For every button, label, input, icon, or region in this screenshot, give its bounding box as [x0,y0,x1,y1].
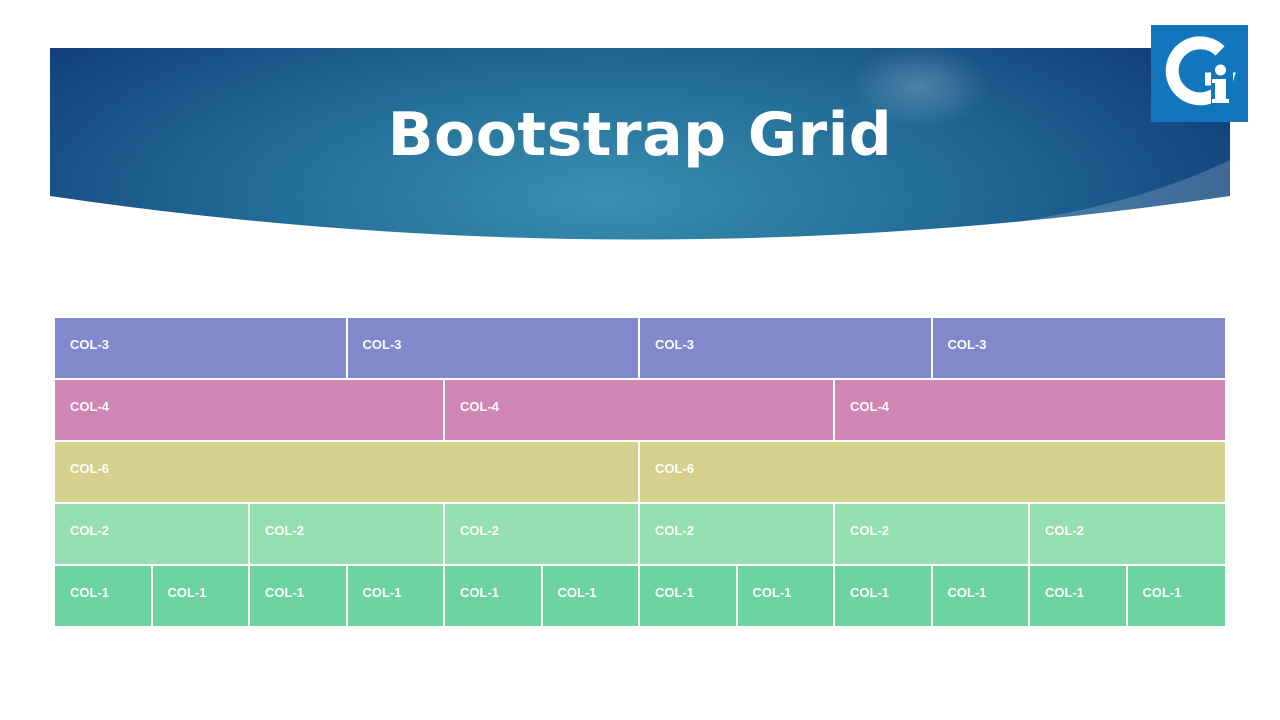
grid-column-cell: COL-6 [55,442,640,502]
grid-column-cell: COL-1 [1030,566,1128,626]
slide-title: Bootstrap Grid [387,100,893,170]
grid-column-cell: COL-2 [445,504,640,564]
grid-column-cell: COL-6 [640,442,1225,502]
grid-column-cell: COL-2 [835,504,1030,564]
grid-column-cell: COL-4 [55,380,445,440]
grid-column-cell: COL-1 [737,566,835,626]
grid-column-cell: COL-1 [347,566,445,626]
grid-column-cell: COL-2 [55,504,250,564]
grid-column-cell: COL-1 [1127,566,1225,626]
grid-column-cell: COL-3 [55,318,348,378]
grid-column-cell: COL-2 [250,504,445,564]
grid-column-cell: COL-2 [640,504,835,564]
banner-background [50,48,1230,240]
grid-column-cell: COL-1 [542,566,640,626]
grid-column-cell: COL-4 [445,380,835,440]
grid-column-cell: COL-1 [640,566,738,626]
grid-column-cell: COL-1 [835,566,933,626]
gi-logo-icon [1165,36,1236,106]
grid-column-cell: COL-3 [347,318,640,378]
grid-column-cell: COL-2 [1030,504,1225,564]
grid-column-cell: COL-1 [445,566,543,626]
grid-column-cell: COL-3 [640,318,933,378]
grid-column-cell: COL-1 [250,566,348,626]
grid-column-cell: COL-1 [55,566,153,626]
brand-logo [1151,25,1248,122]
grid-column-cell: COL-1 [152,566,250,626]
grid-column-cell: COL-4 [835,380,1225,440]
grid-column-cell: COL-1 [932,566,1030,626]
title-banner: Bootstrap Grid [50,48,1230,240]
grid-column-cell: COL-3 [932,318,1225,378]
